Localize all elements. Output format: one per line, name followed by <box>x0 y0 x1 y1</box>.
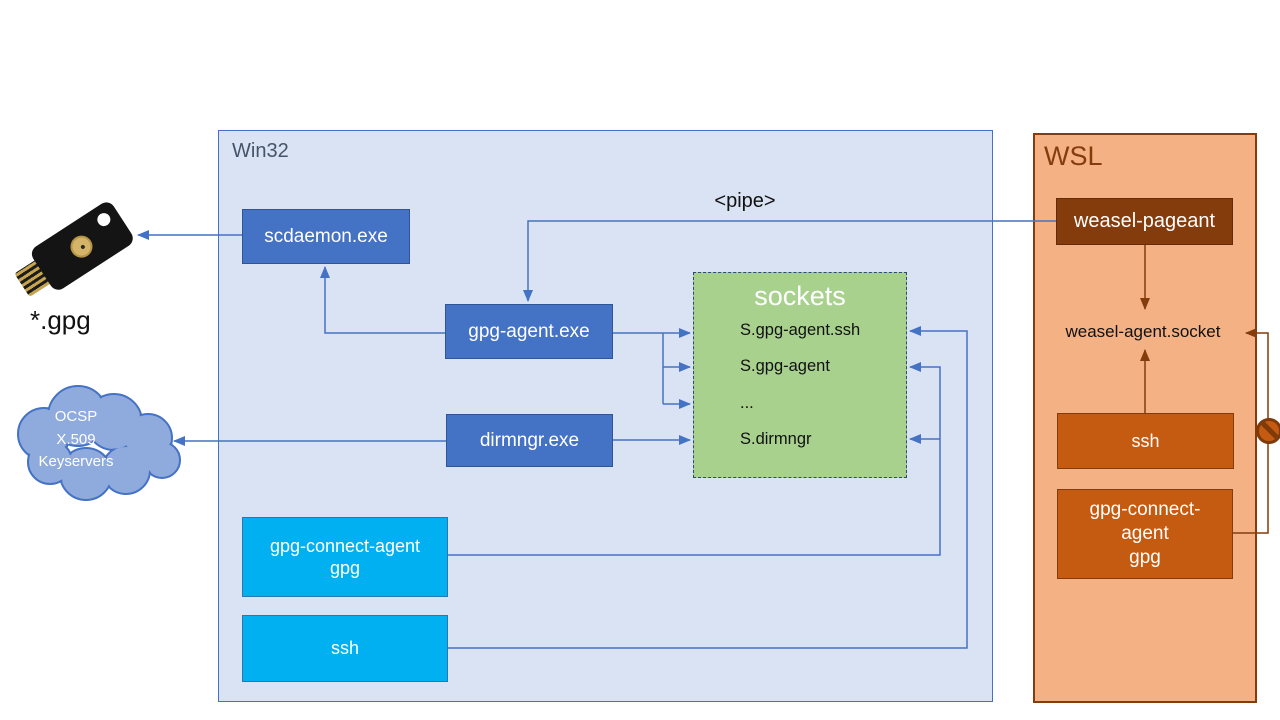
node-scdaemon-label: scdaemon.exe <box>264 225 388 247</box>
yubikey-icon <box>14 192 142 304</box>
cloud-line-keyservers: Keyservers <box>38 453 114 470</box>
node-wsl-gpg-connect-agent-line1: gpg-connect- <box>1089 499 1201 521</box>
socket-s-gpg-agent: S.gpg-agent <box>740 357 830 375</box>
node-win32-gpg-connect-agent-line2: gpg <box>329 558 361 578</box>
cloud-line-ocsp: OCSP <box>54 408 98 425</box>
node-dirmngr-label: dirmngr.exe <box>479 429 580 451</box>
cloud-text: OCSP X.509 Keyservers <box>6 406 146 474</box>
wsl-title: WSL <box>1044 141 1103 171</box>
node-weasel-pageant-label: weasel-pageant <box>1073 210 1216 232</box>
node-gpg-agent: gpg-agent.exe <box>445 304 613 359</box>
sockets-group: sockets S.gpg-agent.ssh S.gpg-agent ... … <box>693 272 907 478</box>
node-wsl-gpg-connect-agent-line3: gpg <box>1129 546 1161 568</box>
sockets-title: sockets <box>754 281 846 311</box>
node-win32-ssh-label: ssh <box>330 638 359 659</box>
pipe-label: <pipe> <box>714 190 776 212</box>
win32-title: Win32 <box>232 140 289 162</box>
gpg-files-label: *.gpg <box>30 305 91 335</box>
node-dirmngr: dirmngr.exe <box>446 414 613 467</box>
node-wsl-gpg-connect-agent: gpg-connect- agent gpg <box>1057 489 1233 579</box>
cloud-line-x509: X.509 <box>56 430 96 448</box>
node-wsl-ssh-label: ssh <box>1131 430 1160 451</box>
node-win32-gpg-connect-agent: gpg-connect-agent gpg <box>242 517 448 597</box>
yubikey-disc-dot <box>80 244 86 250</box>
node-win32-gpg-connect-agent-line1: gpg-connect-agent <box>269 535 421 556</box>
no-entry-icon <box>1256 418 1280 444</box>
socket-s-dirmngr: S.dirmngr <box>740 430 812 448</box>
node-scdaemon: scdaemon.exe <box>242 209 410 264</box>
yubikey-gold-disc <box>66 231 97 262</box>
socket-ellipsis: ... <box>740 394 754 412</box>
weasel-agent-socket-label: weasel-agent.socket <box>1065 322 1221 341</box>
node-win32-ssh: ssh <box>242 615 448 682</box>
socket-s-gpg-agent-ssh: S.gpg-agent.ssh <box>740 321 861 339</box>
node-wsl-ssh: ssh <box>1057 413 1234 469</box>
keyservers-cloud: OCSP X.509 Keyservers <box>6 376 188 506</box>
yubikey-keyring-hole <box>94 210 113 229</box>
cloud-shape <box>17 385 181 501</box>
node-gpg-agent-label: gpg-agent.exe <box>468 320 590 342</box>
node-weasel-pageant: weasel-pageant <box>1056 198 1233 245</box>
node-wsl-gpg-connect-agent-line2: agent <box>1121 523 1169 545</box>
